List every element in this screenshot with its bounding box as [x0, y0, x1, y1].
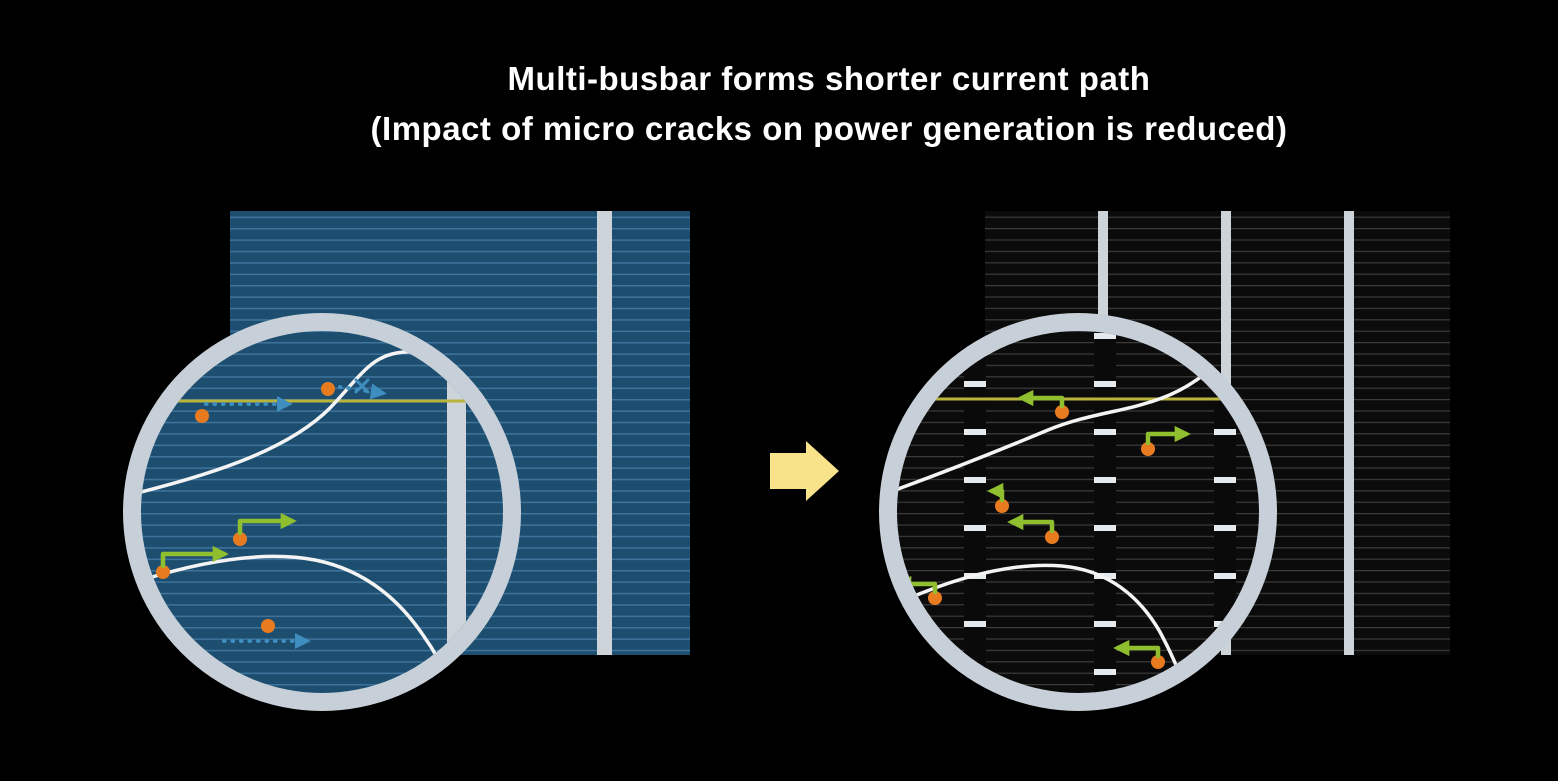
busbar-zoomed [447, 331, 466, 693]
micro-crack-icon [903, 563, 1180, 672]
short-current-path-arrow [1007, 513, 1055, 534]
single-busbar [597, 211, 612, 655]
electron-dot [928, 591, 942, 605]
diagram-title: Multi-busbar forms shorter current path … [50, 54, 1558, 154]
short-current-path-arrow [987, 482, 1005, 503]
short-current-path-arrow [1113, 639, 1161, 659]
busbar-ribbon-zoomed [1214, 331, 1236, 693]
transition-arrow-icon [770, 441, 839, 501]
electron-dot [1141, 442, 1155, 456]
short-current-path-arrow [1145, 425, 1191, 446]
electron-dot [261, 619, 275, 633]
short-current-path-arrow [237, 512, 297, 536]
blocked-path-x-icon [354, 378, 370, 394]
electron-dot [321, 382, 335, 396]
electron-dot [1151, 655, 1165, 669]
multi-busbar [1344, 211, 1354, 655]
title-line-2: (Impact of micro cracks on power generat… [370, 110, 1288, 147]
electron-dot [156, 565, 170, 579]
micro-crack-icon [141, 554, 446, 674]
magnifier-view-dark [897, 331, 1259, 693]
short-current-path-arrow [160, 545, 229, 569]
busbar-ribbon-zoomed [1094, 331, 1116, 693]
left-magnifier [123, 313, 521, 711]
electron-dot [233, 532, 247, 546]
electron-dot [995, 499, 1009, 513]
title-line-1: Multi-busbar forms shorter current path [507, 60, 1151, 97]
electron-dot [1055, 405, 1069, 419]
busbar-ribbon-zoomed [964, 331, 986, 693]
right-magnifier-content [897, 331, 1258, 693]
magnifier-view-blue [141, 331, 503, 693]
right-magnifier [879, 313, 1277, 711]
electron-dot [1045, 530, 1059, 544]
long-current-path-arrow [338, 383, 387, 400]
short-current-path-arrow [1017, 389, 1065, 409]
electron-dot [195, 409, 209, 423]
